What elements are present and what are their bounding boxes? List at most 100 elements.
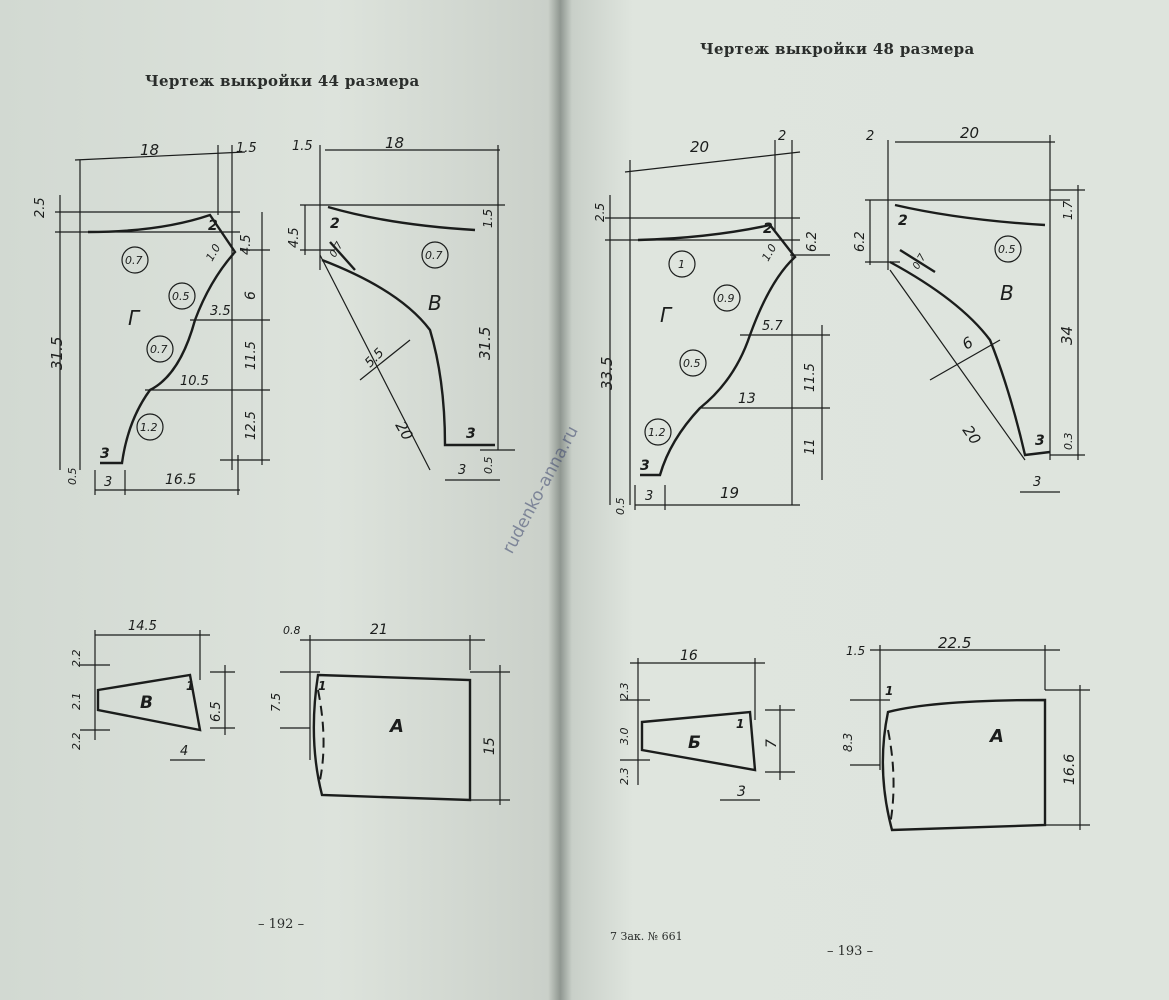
print-order-note: 7 Зак. № 661 [610, 930, 683, 943]
ra-letter: А [988, 726, 1004, 747]
rg-mark-3: 3 [640, 458, 650, 474]
lg-dim-top: 2.5 [33, 197, 48, 218]
lg-coef-1: 0.7 [125, 254, 143, 267]
lv-dim-top: 1.5 [481, 209, 495, 228]
rv-letter: В [1000, 281, 1014, 305]
rg-dim-bottom: 19 [720, 484, 739, 502]
rv-dim-neck: 2 [866, 129, 874, 144]
ra-mark-1: 1 [885, 684, 893, 698]
lv-dim-diag: 5.5 [362, 346, 387, 371]
rg-letter: Г [660, 303, 673, 327]
lv-dim-offset: 0.5 [482, 457, 495, 475]
ra-dim-width: 22.5 [938, 634, 971, 652]
left-piece-g-circles [121, 246, 196, 441]
lg-dim-curve: 1.0 [203, 242, 223, 264]
lv-dim-shoulder: 4.5 [287, 227, 302, 248]
lg-dim-length: 31.5 [48, 337, 66, 370]
lg-letter: Г [128, 306, 141, 330]
lv-dim-length: 31.5 [476, 327, 494, 360]
left-page-title: Чертеж выкройки 44 размера [145, 72, 420, 90]
lg-dim-armhole: 6 [243, 291, 259, 300]
rg-dim-neck: 2 [778, 129, 786, 144]
lg-dim-width: 18 [140, 141, 159, 159]
rb-dim-width: 16 [680, 648, 698, 664]
la-letter: А [388, 716, 404, 737]
rb-mark-1: 1 [736, 717, 744, 731]
lg-mark-3: 3 [100, 446, 110, 462]
book-gutter [548, 0, 572, 1000]
left-piece-v-lines [300, 145, 515, 481]
lg-dim-lower: 12.5 [244, 411, 259, 440]
rb-dim-height: 7 [764, 739, 780, 748]
rg-dim-top: 2.5 [593, 203, 607, 222]
rb-dim-top: 2.3 [618, 683, 631, 701]
la-mark-1: 1 [318, 679, 326, 693]
right-piece-b-lines [620, 658, 795, 801]
lb-dim-top: 2.2 [70, 650, 83, 668]
left-piece-v-circles [421, 241, 449, 269]
lg-dim-hem: 3 [104, 475, 112, 490]
lb-letter: В [140, 693, 153, 713]
left-piece-a-outline [312, 673, 472, 802]
lv-mark-3: 3 [466, 426, 476, 442]
rg-coef-1: 1 [678, 258, 685, 271]
left-piece-b-outline [96, 673, 202, 732]
lv-coef-2: 0.7 [425, 249, 443, 262]
lv-dim-width: 18 [385, 134, 404, 152]
right-piece-a-lines [850, 645, 1090, 830]
rg-dim-shoulder: 6.2 [805, 231, 820, 252]
lv-dim-hem: 3 [458, 463, 466, 478]
rv-mark-3: 3 [1035, 433, 1045, 449]
right-piece-v-circles [994, 235, 1022, 263]
ra-dim-top: 8.3 [841, 733, 855, 752]
rv-dim-seam: 20 [959, 422, 985, 448]
rv-coef-1: 0.7 [911, 252, 929, 272]
right-page [560, 0, 1169, 1000]
lb-dim-mid: 2.1 [70, 693, 83, 711]
rv-coef-2: 0.5 [998, 243, 1016, 256]
lg-dim-bottom: 16.5 [165, 472, 196, 488]
lg-mark-2: 2 [208, 218, 218, 234]
right-piece-g-circles [644, 250, 741, 446]
lv-dim-neck: 1.5 [292, 139, 313, 154]
lv-letter: В [428, 291, 442, 315]
left-page [0, 0, 560, 1000]
lb-mark-1: 1 [186, 679, 194, 693]
rg-coef-3: 0.5 [683, 357, 701, 370]
rb-dim-mid: 3.0 [618, 728, 631, 746]
rg-dim-hem: 3 [645, 489, 653, 504]
la-dim-height: 15 [482, 737, 498, 755]
rb-dim-bot: 2.3 [618, 768, 631, 786]
rb-dim-base: 3 [737, 784, 746, 800]
rv-dim-hem: 3 [1033, 475, 1041, 490]
lv-mark-2: 2 [330, 216, 340, 232]
rg-dim-length: 33.5 [598, 357, 616, 390]
lg-dim-shoulder: 4.5 [239, 234, 254, 255]
rg-coef-2: 0.9 [717, 292, 735, 305]
lg-coef-4: 1.2 [140, 421, 158, 434]
lg-dim-offset: 0.5 [66, 468, 79, 486]
rv-dim-top: 1.7 [1061, 201, 1075, 220]
right-piece-b-outline [640, 710, 757, 772]
rg-coef-4: 1.2 [648, 426, 666, 439]
lg-dim-neck: 1.5 [236, 141, 257, 156]
rv-dim-width: 20 [960, 124, 979, 142]
right-piece-g-lines [605, 140, 830, 510]
left-piece-g-outline [87, 213, 237, 465]
rg-dim-chest: 5.7 [762, 319, 783, 334]
left-page-number: – 192 – [258, 917, 305, 932]
right-piece-a-outline [881, 698, 1047, 832]
rv-dim-diag: 6 [959, 333, 976, 353]
lg-dim-chest: 3.5 [210, 304, 231, 319]
rg-dim-lower: 11 [803, 438, 818, 455]
ra-dim-offset: 1.5 [846, 644, 865, 658]
rv-dim-shoulder: 6.2 [853, 231, 868, 252]
rv-dim-length: 34 [1058, 326, 1076, 345]
rg-dim-offset: 0.5 [614, 498, 627, 516]
rg-dim-waist: 13 [738, 391, 756, 407]
rg-dim-side: 11.5 [803, 363, 818, 392]
lb-dim-bot: 2.2 [70, 733, 83, 751]
right-piece-v-lines [865, 135, 1085, 493]
